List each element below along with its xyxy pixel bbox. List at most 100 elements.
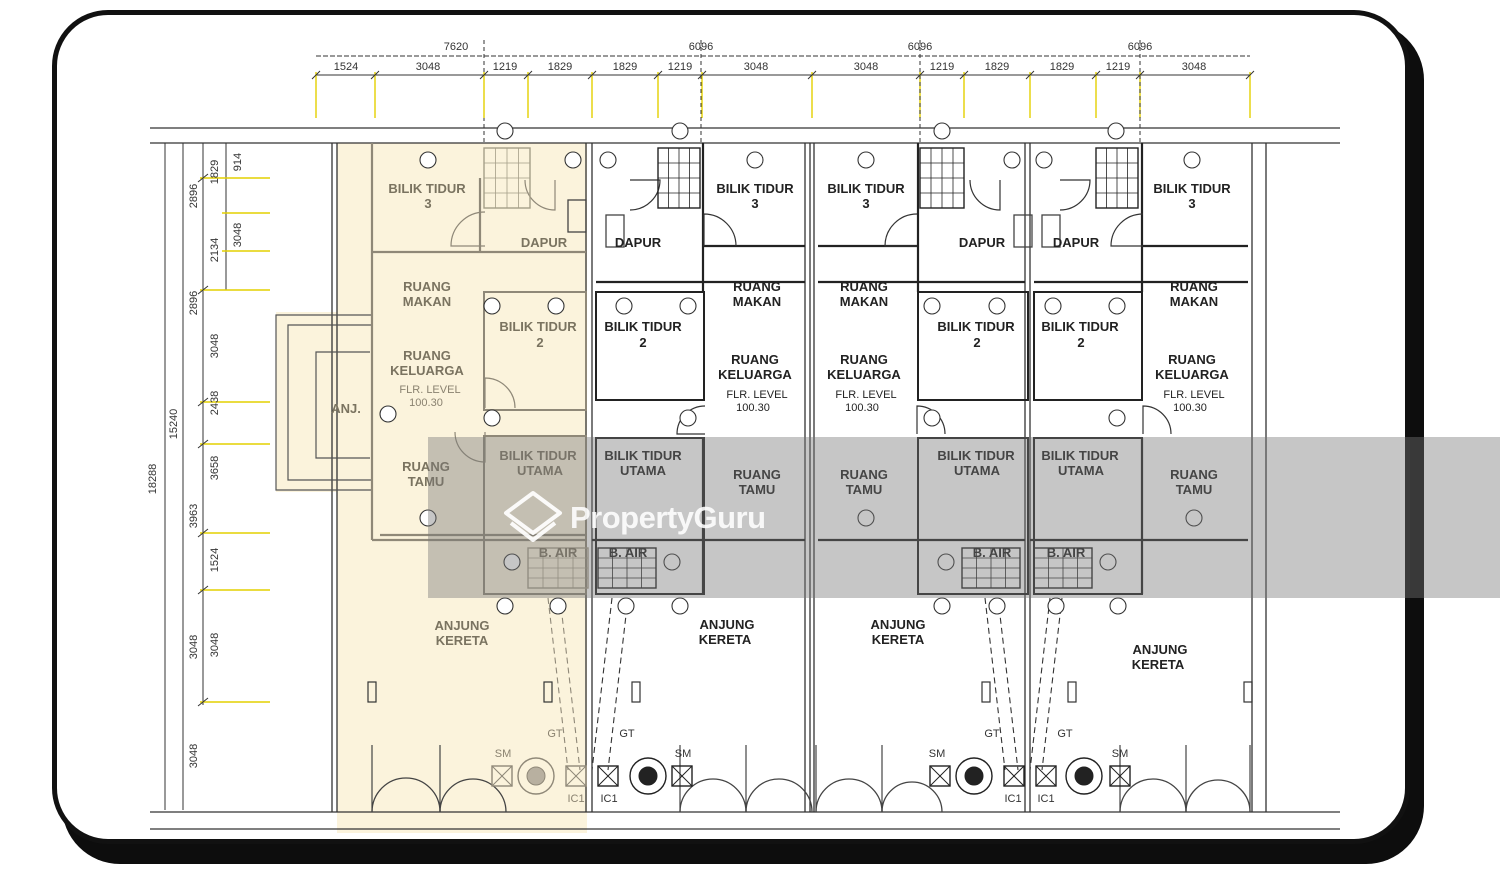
manhole-ring bbox=[629, 757, 667, 795]
manhole-ring bbox=[517, 757, 555, 795]
dimension-label: 2134 bbox=[209, 238, 221, 262]
dimension-label: 1524 bbox=[209, 548, 221, 572]
dimension-tick-slash bbox=[959, 70, 969, 80]
annotation-symbol bbox=[679, 297, 697, 315]
annotation-symbol bbox=[1044, 297, 1062, 315]
label-bilik-air: B. AIR bbox=[1047, 545, 1086, 560]
dimension-tick-slash bbox=[197, 439, 209, 449]
dimension-label: 1829 bbox=[209, 160, 221, 184]
label-ruang-makan-2: MAKAN bbox=[733, 294, 781, 309]
label-ruang-keluarga-2: KELUARGA bbox=[718, 367, 792, 382]
manhole-ring bbox=[955, 757, 993, 795]
label-ruang-keluarga: RUANG bbox=[403, 348, 451, 363]
sink-unit bbox=[1041, 214, 1061, 248]
sink-unit bbox=[605, 214, 625, 248]
room-labels: BILIK TIDUR 3 DAPUR RUANG MAKAN BILIK TI… bbox=[331, 181, 1231, 672]
dimension-tick-slash bbox=[1245, 70, 1255, 80]
annotation-symbol bbox=[547, 297, 565, 315]
chamber-box bbox=[565, 765, 587, 787]
dimension-tick-slash bbox=[197, 285, 209, 295]
annotation-symbol bbox=[1183, 151, 1201, 169]
annotation-symbol bbox=[933, 122, 951, 140]
dimension-tick-slash bbox=[479, 70, 489, 80]
annotation-symbol bbox=[419, 151, 437, 169]
label-dapur: DAPUR bbox=[1053, 235, 1100, 250]
gate-swing bbox=[439, 778, 507, 813]
label-dapur: DAPUR bbox=[615, 235, 662, 250]
left-dimension-labels: 9143048182921343048243836581524304828962… bbox=[147, 153, 244, 768]
annotation-symbol bbox=[1108, 409, 1126, 427]
annotation-symbol bbox=[988, 597, 1006, 615]
manhole-core bbox=[1074, 766, 1094, 786]
dimension-tick-slash bbox=[807, 70, 817, 80]
label-anjung-kereta-2: KERETA bbox=[872, 632, 925, 647]
sink-unit bbox=[567, 199, 587, 233]
label-bilik-tidur-3-num: 3 bbox=[862, 196, 869, 211]
label-anjung-kereta: ANJUNG bbox=[871, 617, 926, 632]
room-wall bbox=[917, 291, 1029, 401]
label-ruang-tamu-2: TAMU bbox=[408, 474, 445, 489]
label-ruang-tamu: RUANG bbox=[840, 467, 888, 482]
label-bilik-tidur-utama-2: UTAMA bbox=[1058, 463, 1105, 478]
annotation-symbol bbox=[923, 409, 941, 427]
plot-boundaries bbox=[150, 127, 1340, 830]
label-bilik-tidur-2: BILIK TIDUR bbox=[499, 319, 577, 334]
door-swing bbox=[629, 179, 661, 211]
door-swing bbox=[1059, 179, 1091, 211]
door-swing bbox=[969, 179, 1001, 211]
gate-swing bbox=[371, 777, 441, 813]
label-ruang-makan-2: MAKAN bbox=[403, 294, 451, 309]
dimension-tick-slash bbox=[311, 70, 321, 80]
annotation-symbol bbox=[1185, 509, 1203, 527]
annotation-symbol bbox=[617, 597, 635, 615]
dimension-label: 3048 bbox=[188, 635, 200, 659]
gate-swing bbox=[1185, 779, 1251, 813]
annotation-symbol bbox=[564, 151, 582, 169]
interior-walls bbox=[370, 143, 1248, 595]
car-stop bbox=[367, 681, 377, 703]
pipe-line bbox=[559, 597, 581, 771]
dimension-total-label: 6096 bbox=[908, 41, 932, 53]
label-flr-level: FLR. LEVEL bbox=[399, 384, 460, 396]
chamber-box bbox=[597, 765, 619, 787]
label-flr-level-value: 100.30 bbox=[845, 402, 879, 414]
dimension-label: 2438 bbox=[209, 391, 221, 415]
dimension-label: 3048 bbox=[854, 61, 878, 73]
door-swing bbox=[1142, 405, 1172, 435]
dimension-label: 3048 bbox=[416, 61, 440, 73]
chamber-cross bbox=[1003, 765, 1025, 787]
label-flr-level: FLR. LEVEL bbox=[726, 389, 787, 401]
gate-swing bbox=[881, 781, 943, 813]
dimension-label: 2896 bbox=[188, 184, 200, 208]
label-bilik-tidur-2: BILIK TIDUR bbox=[604, 319, 682, 334]
label-ruang-tamu: RUANG bbox=[1170, 467, 1218, 482]
left-dimension-ticks bbox=[197, 173, 270, 707]
dimension-label: 1829 bbox=[613, 61, 637, 73]
dimension-tick-slash bbox=[587, 70, 597, 80]
label-ruang-keluarga: RUANG bbox=[840, 352, 888, 367]
label-dapur: DAPUR bbox=[521, 235, 568, 250]
chamber-box bbox=[1003, 765, 1025, 787]
chamber-box bbox=[1035, 765, 1057, 787]
label-ruang-tamu-2: TAMU bbox=[846, 482, 883, 497]
chamber-box bbox=[491, 765, 513, 787]
dimension-total-label: 6096 bbox=[689, 41, 713, 53]
mark-sm: SM bbox=[929, 748, 946, 760]
annotation-symbol bbox=[671, 597, 689, 615]
label-bilik-air: B. AIR bbox=[539, 545, 578, 560]
door-swing bbox=[484, 377, 516, 409]
dimension-tick-slash bbox=[197, 397, 209, 407]
dimension-tick-slash bbox=[197, 173, 209, 183]
annotation-symbol bbox=[1035, 151, 1053, 169]
label-flr-level: FLR. LEVEL bbox=[835, 389, 896, 401]
label-anjung-kereta-2: KERETA bbox=[436, 633, 489, 648]
dimension-label: 1829 bbox=[548, 61, 572, 73]
bathroom-fixtures bbox=[483, 147, 1139, 589]
label-bilik-tidur-utama-2: UTAMA bbox=[517, 463, 564, 478]
label-ruang-tamu: RUANG bbox=[402, 459, 450, 474]
label-ruang-makan: RUANG bbox=[403, 279, 451, 294]
mark-ic1: IC1 bbox=[1004, 793, 1021, 805]
annotation-symbol bbox=[496, 597, 514, 615]
